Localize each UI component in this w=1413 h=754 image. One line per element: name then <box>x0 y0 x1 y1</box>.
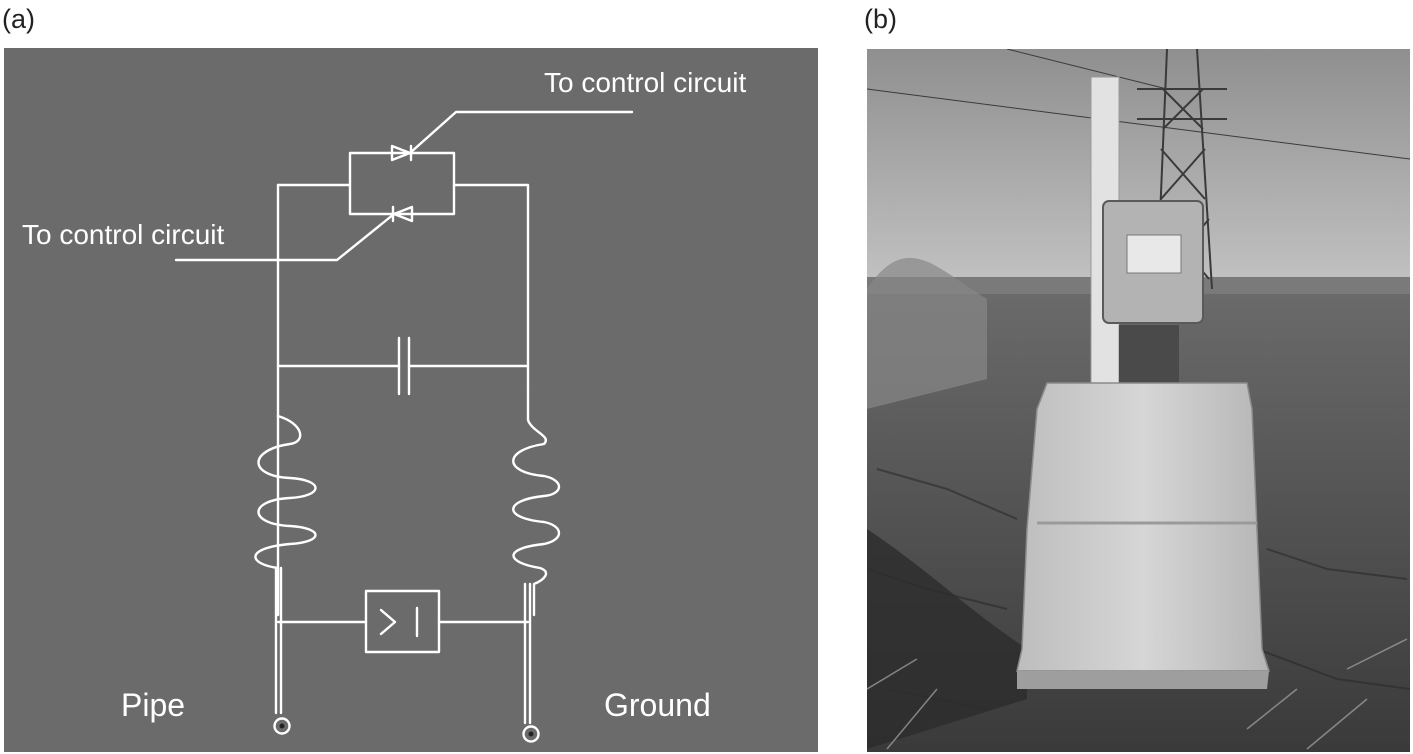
pipe-terminal-icon <box>273 717 291 735</box>
left-inductor-icon <box>254 414 317 617</box>
pipe-label: Pipe <box>121 687 185 723</box>
panel-b-label: (b) <box>864 4 897 34</box>
control-label-top: To control circuit <box>544 67 747 98</box>
right-inductor-icon <box>512 388 561 617</box>
capacitor-icon <box>276 336 530 396</box>
ground-terminal-icon <box>522 725 540 743</box>
panel-a-label: (a) <box>2 4 35 34</box>
thyristor-icon <box>174 110 634 617</box>
surge-device-icon <box>276 589 530 654</box>
circuit-diagram-panel: To control circuit To control circuit Pi… <box>4 48 818 752</box>
circuit-diagram: To control circuit To control circuit Pi… <box>22 67 747 743</box>
field-photo-panel <box>867 49 1410 752</box>
field-photo <box>867 49 1410 752</box>
control-label-left: To control circuit <box>22 219 225 250</box>
ground-label: Ground <box>604 687 711 723</box>
lead-wires <box>274 566 532 725</box>
